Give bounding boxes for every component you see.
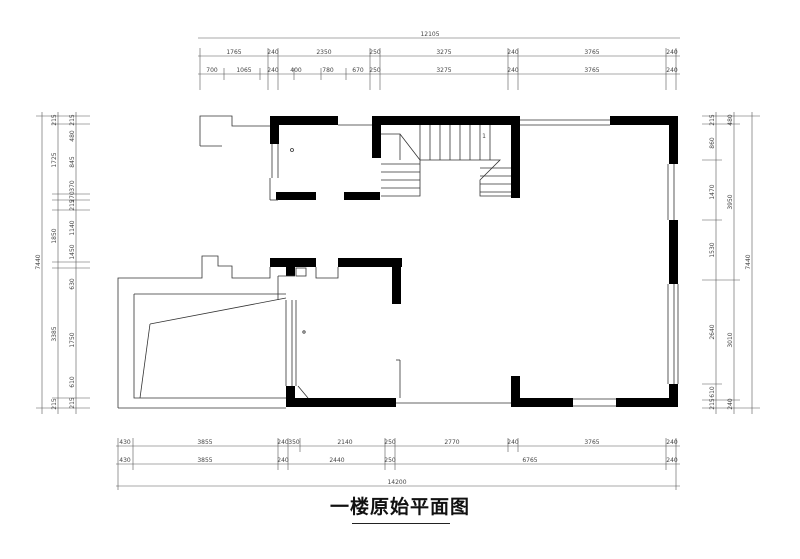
- title-underline: [352, 523, 450, 524]
- bottom-dim-6: 250: [384, 439, 396, 446]
- top-dim-1: 1765: [226, 49, 241, 56]
- bottom2-dim-3: 240: [277, 457, 289, 464]
- left2-dim-1: 215: [69, 114, 76, 126]
- top2-dim-3: 240: [267, 67, 279, 74]
- right-dim-7: 215: [709, 398, 716, 410]
- bottom2-dim-2: 3855: [197, 457, 212, 464]
- left-dim-4: 215: [51, 114, 58, 126]
- top-dim-4: 250: [369, 49, 381, 56]
- top2-dim-5: 780: [322, 67, 334, 74]
- top-dim-6: 240: [507, 49, 519, 56]
- bottom-dim-3: 240: [277, 439, 289, 446]
- bottom2-dim-1: 430: [119, 457, 131, 464]
- left2-dim-8: 1450: [69, 244, 76, 259]
- right2-dim-1: 480: [727, 114, 734, 126]
- left-dim-2: 1850: [51, 228, 58, 243]
- left2-dim-7: 1140: [69, 220, 76, 235]
- right-dim-6: 610: [709, 386, 716, 398]
- top2-dim-4: 400: [290, 67, 302, 74]
- left2-dim-2: 480: [69, 130, 76, 142]
- top2-dim-2: 1065: [236, 67, 251, 74]
- bottom2-dim-4: 2440: [329, 457, 344, 464]
- top2-dim-1: 700: [206, 67, 218, 74]
- drawing-title: 一楼原始平面图: [329, 496, 470, 518]
- left2-dim-12: 215: [69, 397, 76, 409]
- top-dim-7: 3765: [584, 49, 599, 56]
- left2-dim-6: 215: [69, 199, 76, 211]
- plan-lines: 1: [117, 115, 679, 409]
- right-dim-4: 1530: [709, 242, 716, 257]
- left2-dim-9: 630: [69, 278, 76, 290]
- top-dim-8: 240: [666, 49, 678, 56]
- top2-dim-6: 670: [352, 67, 364, 74]
- top-dimensions: 12105 1765 240 2350 250 3275 240 3765 24…: [198, 31, 680, 90]
- staircase: 1: [381, 125, 511, 197]
- left-dim-3: 3385: [51, 326, 58, 341]
- left2-dim-5: 270: [69, 191, 76, 203]
- left2-dim-10: 1750: [69, 332, 76, 347]
- walls: [270, 116, 678, 407]
- stair-mark: 1: [482, 133, 486, 140]
- bottom-dim-7: 2770: [444, 439, 459, 446]
- bottom-dim-2: 3855: [197, 439, 212, 446]
- top-dim-2: 240: [267, 49, 279, 56]
- right-dim-5: 2640: [709, 324, 716, 339]
- left-dimensions: 7440 1725 1850 3385 215 215 215 480 845 …: [35, 112, 90, 414]
- bottom-total-dim: 14200: [387, 479, 406, 486]
- left-dim-1: 1725: [51, 152, 58, 167]
- bottom2-dim-6: 6765: [522, 457, 537, 464]
- right2-dim-3: 3010: [727, 332, 734, 347]
- left2-dim-11: 610: [69, 376, 76, 388]
- left2-dim-4: 370: [69, 180, 76, 192]
- top2-dim-7: 250: [369, 67, 381, 74]
- right-dimensions: 215 860 1470 1530 2640 610 215 480 3950 …: [702, 112, 760, 414]
- right-dim-3: 1470: [709, 184, 716, 199]
- bottom-dim-5: 2140: [337, 439, 352, 446]
- right-dim-1: 215: [709, 114, 716, 126]
- bottom-dimensions: 430 3855 240 350 2140 250 2770 240 3765 …: [116, 438, 680, 490]
- top2-dim-10: 3765: [584, 67, 599, 74]
- top-dim-5: 3275: [436, 49, 451, 56]
- top2-dim-8: 3275: [436, 67, 451, 74]
- right-total-dim: 7440: [745, 254, 752, 269]
- top2-dim-9: 240: [507, 67, 519, 74]
- bottom-dim-4: 350: [288, 439, 300, 446]
- bottom-dim-8: 240: [507, 439, 519, 446]
- right-dim-2: 860: [709, 137, 716, 149]
- right2-dim-4: 240: [727, 398, 734, 410]
- right2-dim-2: 3950: [727, 194, 734, 209]
- top2-dim-11: 240: [666, 67, 678, 74]
- top-total-dim: 12105: [420, 31, 439, 38]
- top-dim-3: 2350: [316, 49, 331, 56]
- bottom-dim-9: 3765: [584, 439, 599, 446]
- bottom-dim-10: 240: [666, 439, 678, 446]
- bottom-dim-1: 430: [119, 439, 131, 446]
- left2-dim-3: 845: [69, 156, 76, 168]
- bottom2-dim-7: 240: [666, 457, 678, 464]
- left-total-dim: 7440: [35, 254, 42, 269]
- bottom2-dim-5: 250: [384, 457, 396, 464]
- left-dim-5: 215: [51, 398, 58, 410]
